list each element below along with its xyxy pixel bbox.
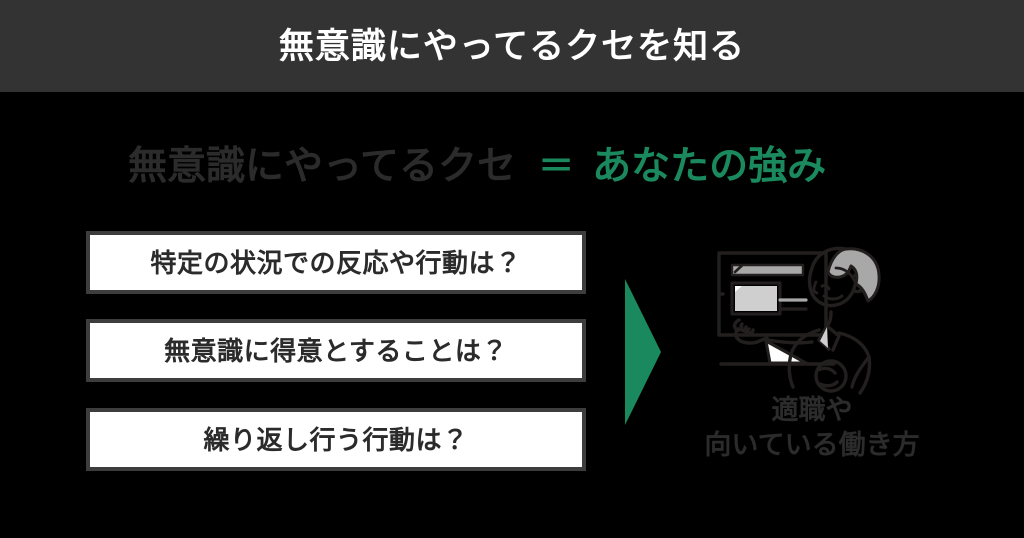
person-presenting-whiteboard-icon xyxy=(694,224,934,399)
question-box-2-label: 無意識に得意とすることは？ xyxy=(164,335,508,366)
question-box-1: 特定の状況での反応や行動は？ xyxy=(86,231,586,294)
question-box-2: 無意識に得意とすることは？ xyxy=(86,319,586,382)
question-box-1-label: 特定の状況での反応や行動は？ xyxy=(150,247,522,278)
page-title: 無意識にやってるクセを知る xyxy=(278,26,746,66)
headline-equation: 無意識にやってるクセ ＝ あなたの強み xyxy=(128,138,826,194)
equals-sign: ＝ xyxy=(538,145,575,186)
illustration-caption: 適職や 向いている働き方 xyxy=(640,393,984,462)
caption-line-1: 適職や xyxy=(771,395,853,425)
header-bar: 無意識にやってるクセを知る xyxy=(0,0,1024,92)
headline-right-term: あなたの強み xyxy=(592,144,827,188)
triangle-right-icon xyxy=(623,279,663,425)
question-box-3-label: 繰り返し行う行動は？ xyxy=(203,424,469,455)
caption-line-2: 向いている働き方 xyxy=(704,429,920,460)
question-box-3: 繰り返し行う行動は？ xyxy=(86,408,586,471)
headline-left-term: 無意識にやってるクセ xyxy=(128,144,517,188)
